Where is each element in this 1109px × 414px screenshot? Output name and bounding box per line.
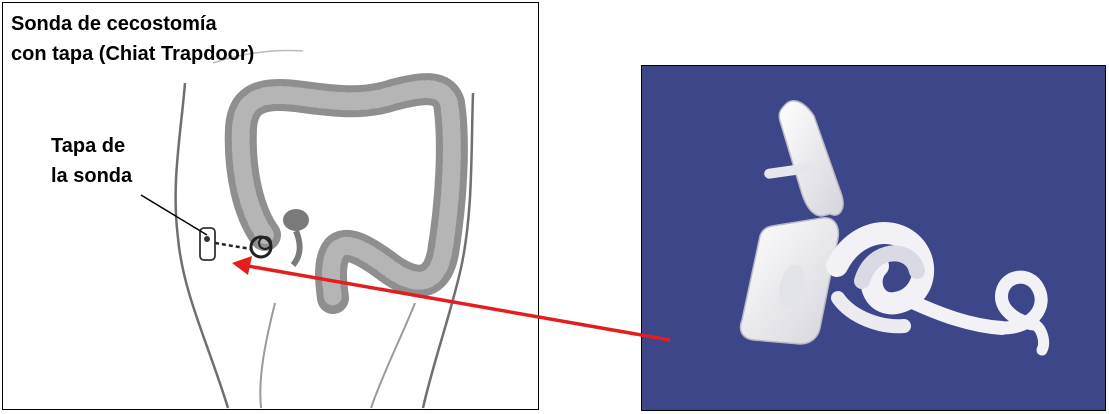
- figure-title: Sonda de cecostomía con tapa (Chiat Trap…: [11, 9, 254, 69]
- label-leader-line: [141, 195, 207, 235]
- device-coiled-tube: [837, 233, 1044, 350]
- device-base-plate: [741, 218, 839, 344]
- title-line-2: con tapa (Chiat Trapdoor): [11, 39, 254, 69]
- cap-label-line-1: Tapa de: [51, 131, 132, 161]
- device-lid: [764, 101, 844, 216]
- colon: [241, 89, 452, 298]
- title-line-1: Sonda de cecostomía: [11, 9, 254, 39]
- chiat-trapdoor-device-illustration: [642, 66, 1106, 411]
- anatomy-illustration-panel: Sonda de cecostomía con tapa (Chiat Trap…: [2, 2, 539, 410]
- cap-label-line-2: la sonda: [51, 161, 132, 191]
- groin-line-left: [260, 303, 275, 408]
- tube-cap-label: Tapa de la sonda: [51, 131, 132, 191]
- device-photo-panel: [641, 65, 1106, 411]
- groin-line-right: [371, 303, 415, 408]
